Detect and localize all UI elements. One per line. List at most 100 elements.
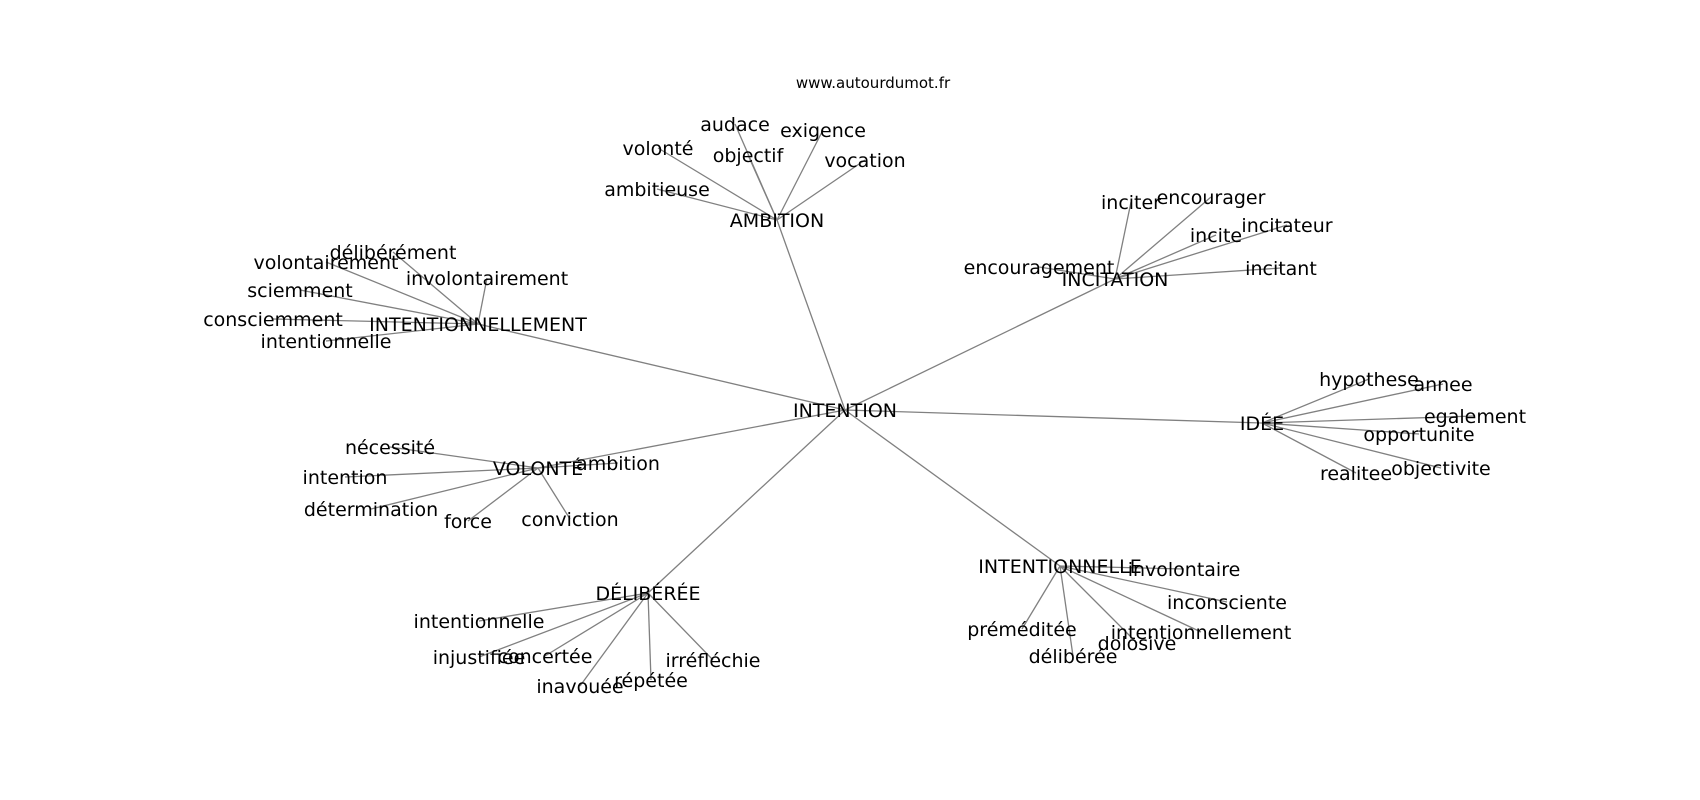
edge-hub-to-word [344,467,539,478]
center-node-label[interactable]: INTENTION [793,400,897,422]
edge-hub-to-word [776,129,824,221]
edge-hub-to-word [1059,565,1074,657]
word-node-label[interactable]: conviction [521,509,618,531]
edge-hub-to-word [478,592,649,622]
edge-hub-to-word [1021,565,1061,630]
edge-hub-to-word [1261,378,1370,424]
edge-hub-to-word [370,467,539,510]
word-node-label[interactable]: annee [1413,374,1472,396]
edge-hub-to-word [1114,267,1282,280]
word-node-label[interactable]: concertée [498,646,593,668]
edge-hub-to-word [1261,422,1442,469]
edge-center-to-hub [844,409,1061,567]
hub-node-label[interactable]: INTENTIONNELLEMENT [369,314,587,336]
word-node-label[interactable]: exigence [780,120,866,142]
edge-hub-to-word [392,251,479,325]
word-node-label[interactable]: volontairement [254,252,399,274]
labels-layer: www.autourdumot.fr audace volonté objectif… [203,74,1526,698]
word-node-label[interactable]: détermination [304,499,438,521]
word-node-label[interactable]: egalement [1424,406,1526,428]
edge-hub-to-word [1261,383,1444,424]
edge-center-to-hub [477,323,846,411]
word-node-label[interactable]: intention [303,467,388,489]
hub-node-label[interactable]: VOLONTÉ [493,457,583,480]
edge-center-to-hub [647,409,846,594]
word-node-label[interactable]: incitant [1245,258,1317,280]
word-node-label[interactable]: délibérément [330,242,457,264]
edge-hub-to-word [579,592,649,687]
word-node-label[interactable]: intentionnelle [261,331,392,353]
edge-hub-to-word [1059,565,1202,633]
word-node-label[interactable]: intentionnellement [1111,622,1292,644]
word-node-label[interactable]: inciter [1101,192,1161,214]
word-node-label[interactable]: hypothese [1319,369,1419,391]
edge-hub-to-word [647,592,714,661]
word-node-label[interactable]: force [444,511,492,533]
edge-hub-to-word [325,261,479,325]
word-node-label[interactable]: injustifiée [433,647,526,669]
word-node-label[interactable]: audace [700,114,770,136]
edge-hub-to-word [656,188,778,221]
hub-node-label[interactable]: AMBITION [730,210,824,232]
word-node-label[interactable]: involontaire [1128,559,1241,581]
edge-hub-to-word [747,154,778,221]
edge-center-to-hub [776,219,846,411]
word-node-label[interactable]: préméditée [967,619,1077,641]
edge-hub-to-word [657,147,778,221]
edge-hub-to-word [776,159,866,221]
edge-hub-to-word [647,592,652,681]
edge-hub-to-word [1261,422,1420,435]
word-node-label[interactable]: objectivite [1391,458,1491,480]
edge-hub-to-word [478,592,649,658]
word-node-label[interactable]: inavouée [536,676,623,698]
hub-node-label[interactable]: IDÉE [1240,412,1284,435]
edge-hub-to-word [1114,224,1288,280]
site-url[interactable]: www.autourdumot.fr [796,74,951,92]
edge-hub-to-word [325,323,479,342]
edge-hub-to-word [272,318,479,325]
word-node-label[interactable]: realitee [1320,463,1392,485]
word-node-label[interactable]: ambition [576,453,660,475]
word-node-label[interactable]: ambitieuse [604,179,710,201]
word-node-label[interactable]: objectif [713,145,785,167]
word-node-label[interactable]: dolosive [1098,633,1177,655]
word-node-label[interactable]: incitateur [1241,215,1332,237]
edge-hub-to-word [1059,565,1228,603]
word-node-label[interactable]: volonté [623,138,694,160]
edge-hub-to-word [1114,196,1212,280]
word-node-label[interactable]: sciemment [247,280,353,302]
edge-center-to-hub [844,278,1116,411]
edge-hub-to-word [477,277,488,325]
edge-center-to-hub [537,409,846,469]
edges-layer [272,123,1476,687]
edge-hub-to-word [1114,234,1217,280]
edge-hub-to-word [1038,266,1116,280]
edge-hub-to-word [1059,565,1138,644]
word-node-label[interactable]: nécessité [345,437,435,459]
word-node-label[interactable]: encouragement [964,257,1115,279]
word-node-label[interactable]: incite [1190,225,1242,247]
edge-hub-to-word [537,467,571,520]
edge-hub-to-word [537,462,619,469]
edge-hub-to-word [389,446,539,469]
edge-hub-to-word [467,467,539,522]
word-node-label[interactable]: consciemment [203,309,343,331]
edge-center-to-hub [844,409,1263,424]
word-node-label[interactable]: involontairement [406,268,568,290]
word-node-label[interactable]: délibérée [1029,646,1118,668]
word-node-label[interactable]: intentionnelle [414,611,545,633]
word-node-label[interactable]: vocation [824,150,905,172]
word-node-label[interactable]: irréfléchie [666,650,761,672]
word-node-label[interactable]: répétée [614,670,688,692]
hub-node-label[interactable]: DÉLIBÉRÉE [595,582,700,605]
edge-hub-to-word [299,289,479,325]
word-node-label[interactable]: opportunite [1363,424,1474,446]
edge-hub-to-word [1261,422,1357,474]
hub-node-label[interactable]: INTENTIONNELLE [978,556,1141,578]
word-node-label[interactable]: inconsciente [1167,592,1287,614]
hub-node-label[interactable]: INCITATION [1062,269,1169,291]
edge-hub-to-word [1261,415,1476,424]
word-node-label[interactable]: encourager [1157,187,1266,209]
edge-hub-to-word [1059,565,1185,570]
